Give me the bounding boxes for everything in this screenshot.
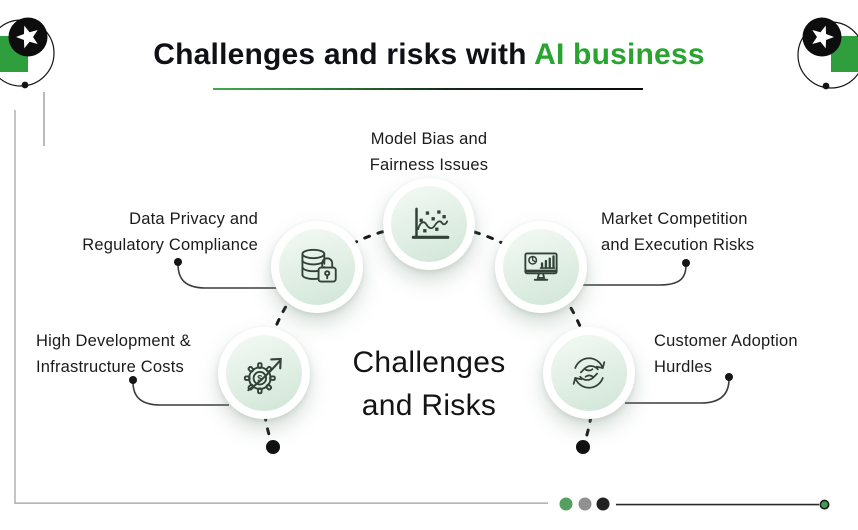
label-market-competition: Market Competition and Execution Risks xyxy=(601,206,821,258)
logo-orbit-dot xyxy=(21,81,29,89)
bottom-right-rule xyxy=(616,499,830,510)
svg-text:$: $ xyxy=(257,374,263,384)
database-lock-icon xyxy=(301,248,337,283)
star-icon xyxy=(16,25,38,49)
label-line: Market Competition xyxy=(601,210,748,228)
node-customer-adoption xyxy=(543,327,635,419)
arc-end-dot-right xyxy=(576,440,590,454)
center-caption-line: Challenges xyxy=(352,346,506,379)
connector-customer-adoption xyxy=(625,373,733,404)
star-icon xyxy=(812,25,834,49)
label-line: Data Privacy and xyxy=(129,210,258,228)
label-connectors xyxy=(129,258,733,406)
center-caption: Challenges and Risks xyxy=(279,341,579,427)
connector-market-competition xyxy=(583,259,690,286)
gear-dollar-growth-icon: $ xyxy=(243,357,282,395)
logo-orbit-dot xyxy=(822,82,830,90)
center-caption-line: and Risks xyxy=(361,389,497,422)
label-line: Fairness Issues xyxy=(369,156,489,174)
pagination-dots xyxy=(559,497,610,511)
scatter-chart-icon xyxy=(411,207,450,239)
node-model-bias xyxy=(383,178,475,270)
connector-data-privacy xyxy=(174,258,287,289)
pagination-dot[interactable] xyxy=(578,497,592,511)
page-title: Challenges and risks with AI business xyxy=(0,37,858,73)
frame-lines xyxy=(14,92,548,505)
node-data-privacy xyxy=(271,221,363,313)
label-line: Customer Adoption xyxy=(654,332,798,350)
monitor-analytics-icon xyxy=(524,252,558,281)
label-line: Infrastructure Costs xyxy=(36,358,184,376)
label-customer-adoption: Customer Adoption Hurdles xyxy=(654,328,844,380)
brand-logo-left xyxy=(0,17,55,89)
pagination-dot-active[interactable] xyxy=(559,497,573,511)
title-highlight: AI business xyxy=(534,38,705,71)
connector-infrastructure-costs xyxy=(129,376,229,406)
node-infrastructure-costs: $ xyxy=(218,327,310,419)
arc-end-dot-left xyxy=(266,440,280,454)
label-model-bias: Model Bias and Fairness Issues xyxy=(329,126,529,178)
label-line: Model Bias and xyxy=(370,130,488,148)
title-text: Challenges and risks with xyxy=(153,38,535,71)
label-infrastructure-costs: High Development & Infrastructure Costs xyxy=(36,328,258,380)
pagination-dot[interactable] xyxy=(596,497,610,511)
rule-end-green-dot xyxy=(819,499,830,510)
label-line: Hurdles xyxy=(654,358,713,376)
brand-logo-right xyxy=(797,17,858,90)
hands-exchange-icon xyxy=(572,357,606,389)
label-data-privacy: Data Privacy and Regulatory Compliance xyxy=(20,206,258,258)
label-line: Regulatory Compliance xyxy=(82,236,258,254)
label-line: and Execution Risks xyxy=(601,236,755,254)
title-underline xyxy=(213,88,643,90)
node-market-competition xyxy=(495,221,587,313)
label-line: High Development & xyxy=(36,332,191,350)
